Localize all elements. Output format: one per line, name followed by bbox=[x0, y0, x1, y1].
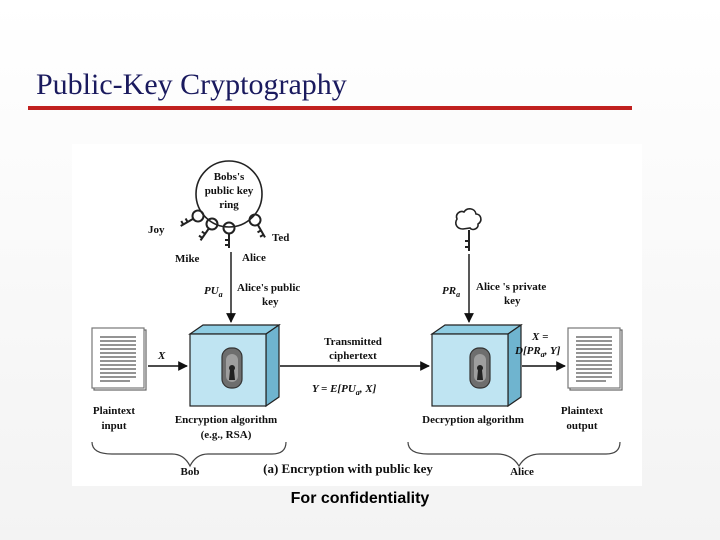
figure-caption: (a) Encryption with public key bbox=[263, 461, 433, 476]
ciphertext-label-line2: ciphertext bbox=[329, 350, 377, 362]
key-ring-label-line3: ring bbox=[219, 199, 239, 211]
private-key-label-line2: key bbox=[504, 295, 521, 307]
decryption-box bbox=[430, 323, 523, 408]
alice-key-label: Alice bbox=[242, 252, 266, 264]
plaintext-output-label-line1: Plaintext bbox=[561, 405, 603, 417]
slide-caption: For confidentiality bbox=[290, 490, 430, 507]
encryption-lock-icon bbox=[221, 347, 243, 389]
title-underline bbox=[28, 106, 632, 110]
key-ring-label-line1: Bobs's bbox=[214, 171, 245, 183]
output-formula-line2: D[PRa, Y] bbox=[514, 345, 561, 359]
joy-key-icon bbox=[176, 207, 207, 232]
mike-label: Mike bbox=[175, 253, 200, 265]
key-ring-label-line2: public key bbox=[205, 185, 254, 197]
ted-key-icon bbox=[246, 211, 271, 242]
bob-label: Bob bbox=[181, 466, 200, 478]
alice-brace bbox=[407, 441, 621, 468]
public-key-ring: Bobs's public key ring bbox=[195, 160, 263, 228]
private-key-symbol: PRa bbox=[442, 285, 460, 299]
decryption-label: Decryption algorithm bbox=[422, 414, 524, 426]
slide-title: Public-Key Cryptography bbox=[36, 68, 347, 101]
ciphertext-formula: Y = E[PUa, X] bbox=[312, 383, 377, 397]
plaintext-input-label-line2: input bbox=[101, 420, 126, 432]
ciphertext-label-line1: Transmitted bbox=[324, 336, 382, 348]
plaintext-output-document bbox=[567, 327, 623, 391]
public-key-label-line1: Alice's public bbox=[237, 282, 300, 294]
figure-panel: Bobs's public key ring Joy Mike Alice Te… bbox=[72, 144, 642, 486]
joy-label: Joy bbox=[148, 224, 165, 236]
public-key-label-line2: key bbox=[262, 296, 279, 308]
output-formula-line1: X = bbox=[531, 331, 548, 343]
private-key-icon bbox=[455, 208, 482, 251]
bob-brace bbox=[91, 441, 287, 468]
plaintext-input-document bbox=[91, 327, 147, 391]
input-symbol: X bbox=[157, 350, 166, 362]
encryption-label-line1: Encryption algorithm bbox=[175, 414, 277, 426]
plaintext-input-label-line1: Plaintext bbox=[93, 405, 135, 417]
encryption-diagram: Bobs's public key ring Joy Mike Alice Te… bbox=[91, 160, 623, 478]
ted-label: Ted bbox=[272, 232, 289, 244]
decryption-lock-icon bbox=[469, 347, 491, 389]
private-key-label-line1: Alice 's private bbox=[476, 281, 546, 293]
encryption-box bbox=[188, 323, 281, 408]
encryption-label-line2: (e.g., RSA) bbox=[201, 429, 252, 441]
alice-label: Alice bbox=[510, 466, 534, 478]
plaintext-output-label-line2: output bbox=[566, 420, 598, 432]
public-key-symbol: PUa bbox=[204, 285, 223, 299]
